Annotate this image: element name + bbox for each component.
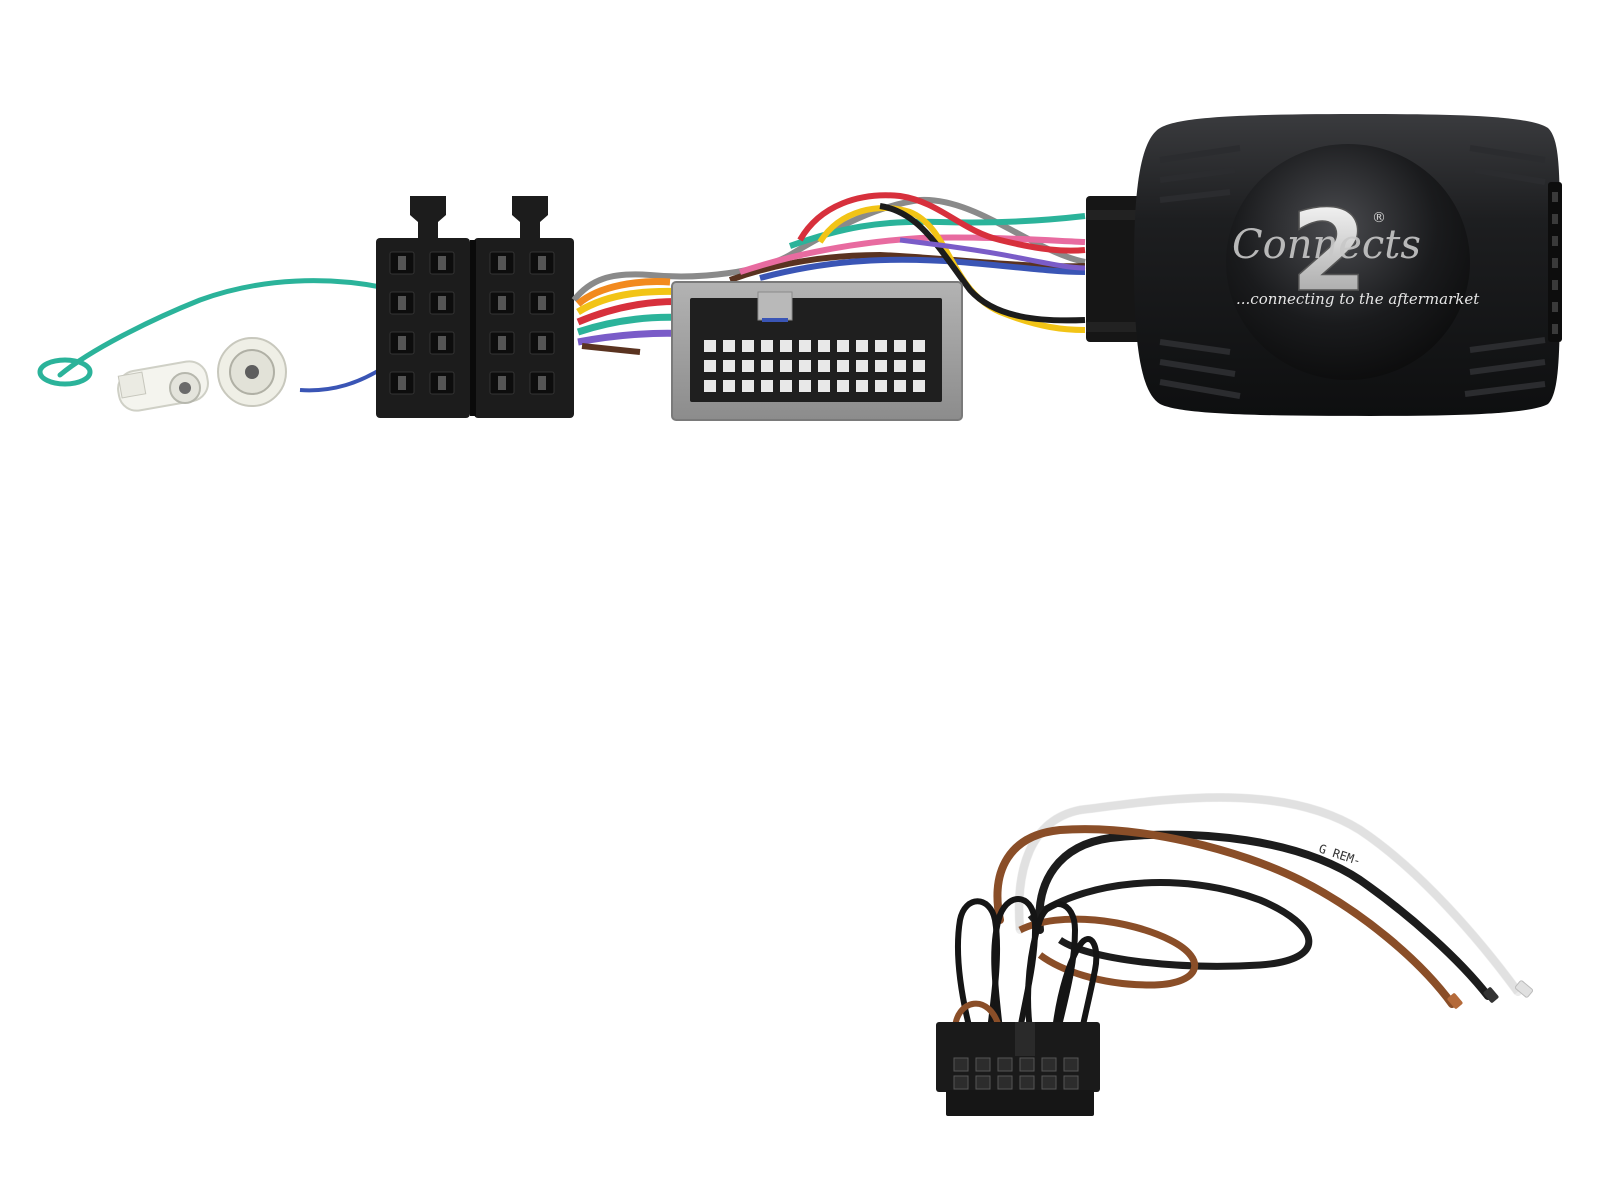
iso-pin-cavity	[389, 331, 415, 355]
patch-loops	[955, 896, 1100, 1031]
patch-pin	[997, 1057, 1013, 1072]
patch-pin	[1041, 1075, 1057, 1090]
vehicle-pin	[761, 380, 773, 392]
vehicle-pin	[913, 380, 925, 392]
iso-pin-cavity	[389, 251, 415, 275]
iso-pin-cavity	[489, 331, 515, 355]
vehicle-pin	[799, 360, 811, 372]
vehicle-pin	[799, 340, 811, 352]
iso-connector	[376, 196, 574, 418]
iso-pin-cavity	[429, 291, 455, 315]
iso-pin-cavity	[529, 371, 555, 395]
vehicle-pin	[780, 380, 792, 392]
vehicle-pin	[894, 360, 906, 372]
patch-pin	[975, 1057, 991, 1072]
logo-oval	[1226, 144, 1470, 380]
iso-pin-cavity	[429, 251, 455, 275]
vehicle-pin	[780, 360, 792, 372]
vehicle-pin	[723, 340, 735, 352]
antenna-plug-left	[117, 360, 209, 412]
vehicle-pin	[780, 340, 792, 352]
iso-pin-cavity	[489, 371, 515, 395]
antenna-lead-green	[37, 278, 398, 387]
logo-numeral: 2	[1290, 187, 1368, 317]
vehicle-pin	[837, 340, 849, 352]
vehicle-pin	[894, 380, 906, 392]
patch-pin	[1041, 1057, 1057, 1072]
iso-pin-cavity	[529, 291, 555, 315]
iso-pin-cavity	[529, 251, 555, 275]
iso-pin-cavity	[529, 331, 555, 355]
patch-pin	[953, 1057, 969, 1072]
vehicle-pin	[818, 340, 830, 352]
wire-tips	[1447, 980, 1534, 1009]
iso-pin-cavity	[489, 291, 515, 315]
patch-pin	[1019, 1075, 1035, 1090]
patch-lead: G REM-	[936, 793, 1522, 1116]
vehicle-pin	[856, 380, 868, 392]
registered-mark: ®	[1372, 210, 1386, 226]
vehicle-pin	[818, 380, 830, 392]
harness-wires	[571, 192, 1086, 355]
logo-script: Connects	[1232, 222, 1421, 268]
vehicle-pin	[818, 360, 830, 372]
vehicle-pin	[761, 340, 773, 352]
iso-pin-cavity	[389, 291, 415, 315]
vehicle-pin	[875, 360, 887, 372]
vehicle-pin	[837, 360, 849, 372]
patch-pin	[1019, 1057, 1035, 1072]
patch-pin	[997, 1075, 1013, 1090]
patch-pin	[1063, 1057, 1079, 1072]
vehicle-pin	[837, 380, 849, 392]
vehicle-pin	[856, 340, 868, 352]
vehicle-pin	[894, 340, 906, 352]
vehicle-pin	[704, 380, 716, 392]
interface-module: 2 Connects ® ...connecting to the afterm…	[1086, 114, 1562, 416]
vehicle-pin	[856, 360, 868, 372]
vehicle-pin	[875, 380, 887, 392]
vehicle-pin	[913, 360, 925, 372]
vehicle-pin	[704, 340, 716, 352]
vehicle-pin	[723, 360, 735, 372]
vehicle-pin	[799, 380, 811, 392]
patch-pin	[953, 1075, 969, 1090]
logo-tagline: ...connecting to the aftermarket	[1236, 290, 1480, 308]
iso-pin-cavity	[489, 251, 515, 275]
vehicle-pin	[875, 340, 887, 352]
vehicle-pin	[704, 360, 716, 372]
vehicle-pin	[913, 340, 925, 352]
patch-pin	[1063, 1075, 1079, 1090]
vehicle-pin	[761, 360, 773, 372]
vehicle-pin	[742, 340, 754, 352]
patch-pin	[975, 1075, 991, 1090]
vehicle-pin	[723, 380, 735, 392]
vehicle-pin	[742, 360, 754, 372]
vehicle-connector-grey	[671, 281, 963, 421]
iso-pin-cavity	[429, 371, 455, 395]
iso-pin-cavity	[429, 331, 455, 355]
vehicle-pin	[742, 380, 754, 392]
antenna-plug-right	[217, 337, 287, 407]
iso-pin-cavity	[389, 371, 415, 395]
